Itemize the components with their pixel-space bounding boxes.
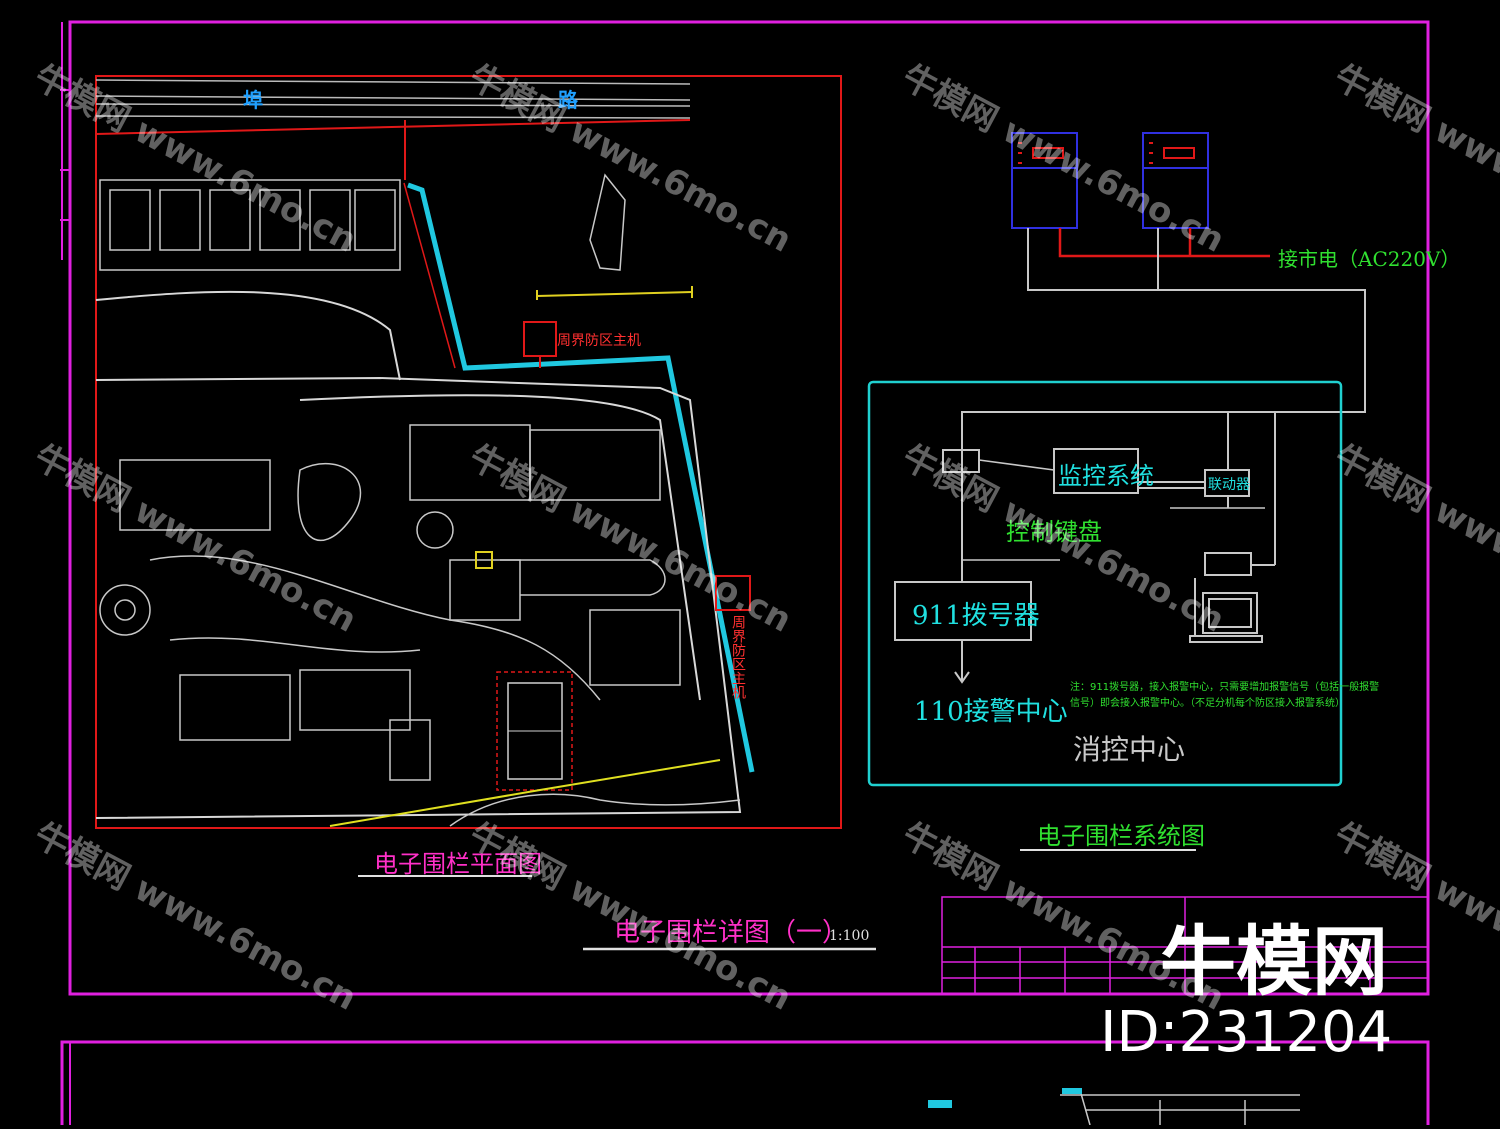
title-block <box>941 896 1429 995</box>
road-lines <box>95 79 691 119</box>
host-unit-1 <box>1011 132 1078 229</box>
keyboard-device <box>942 449 980 473</box>
system-note-line-2: 信号）即会接入报警中心。（不足分机每个防区接入报警系统） <box>1070 698 1345 709</box>
site-plan-caption: 电子围栏平面图 <box>374 850 542 878</box>
host-label-right: 周界防区主机 <box>730 615 746 699</box>
brand-logo: 牛模网 <box>1160 917 1388 1006</box>
scale-bar <box>536 286 693 300</box>
bus-line <box>961 228 1366 582</box>
host-marker-top <box>523 321 557 357</box>
monitor-system-box <box>1053 448 1139 494</box>
system-diagram-caption: 电子围栏系统图 <box>1037 822 1205 850</box>
computer-icon <box>1189 578 1263 643</box>
control-center-label: 消控中心 <box>1073 733 1186 766</box>
north-arrow <box>589 173 626 271</box>
yellow-boundary-line <box>329 759 721 827</box>
sheet-title: 电子围栏详图（一） <box>614 918 849 948</box>
second-sheet-border <box>60 1040 1430 1129</box>
site-boundary-north <box>95 119 691 135</box>
electronic-fence-line <box>407 182 755 773</box>
host-unit-2 <box>1142 132 1209 229</box>
tennis-court-outer <box>496 671 573 791</box>
host-label-top: 周界防区主机 <box>557 333 641 349</box>
keyboard-label: 控制键盘 <box>1006 518 1102 546</box>
monitor-system-label: 监控系统 <box>1058 462 1154 490</box>
system-note-line-1: 注：911拨号器，接入报警中心，只需要增加报警信号（包括一般报警 <box>1070 682 1380 693</box>
building-footprints <box>99 179 681 781</box>
image-id: ID:231204 <box>1100 1000 1393 1065</box>
control-center-frame <box>867 380 1343 787</box>
linkage-label: 联动器 <box>1208 477 1250 493</box>
site-boundary-inner <box>95 290 742 819</box>
mains-power-line <box>1058 228 1270 258</box>
sheet-scale: 1:100 <box>829 928 870 944</box>
alarm-panel-box <box>1204 552 1252 576</box>
site-plan-frame <box>95 75 842 829</box>
mains-label: 接市电（AC220V） <box>1278 247 1461 271</box>
host-marker-right <box>715 575 751 611</box>
sheet-border <box>68 20 1430 996</box>
alarm-center-label: 110接警中心 <box>914 697 1068 727</box>
road-label-1: 埠 <box>243 88 263 112</box>
dialer-label: 911拨号器 <box>912 601 1040 631</box>
detail-fragment <box>1060 1089 1300 1126</box>
road-label-2: 路 <box>558 88 578 112</box>
